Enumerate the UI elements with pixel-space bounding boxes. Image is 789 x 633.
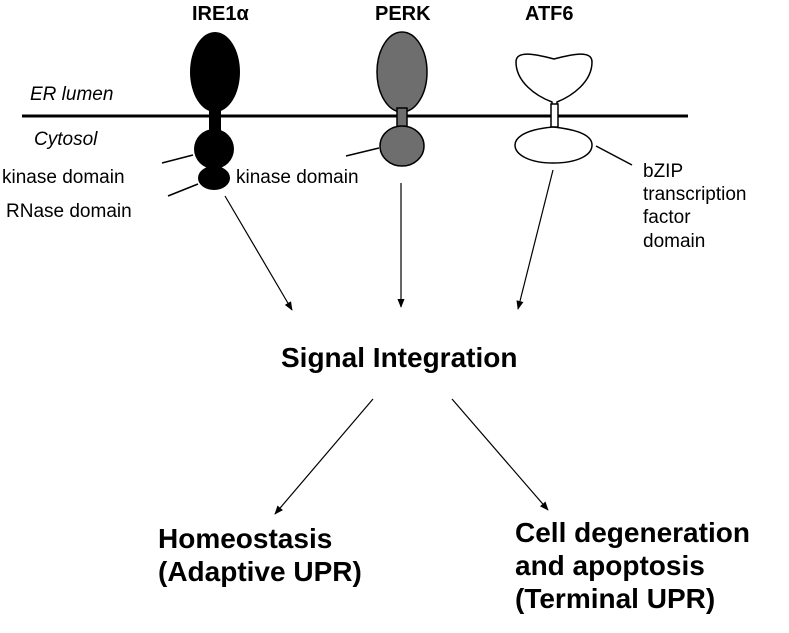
signal-integration-label: Signal Integration — [281, 342, 518, 373]
ire1-kinase-leader — [161, 154, 194, 164]
cytosol-label: Cytosol — [34, 129, 98, 150]
degeneration-outcome-label: Cell degeneration and apoptosis (Termina… — [515, 517, 750, 614]
hub-to-degeneration-arrow — [451, 398, 549, 511]
atf6-bzip-domain-label: bZIP transcription factor domain — [643, 161, 747, 252]
ire1-label: IRE1α — [192, 3, 249, 25]
atf6-bzip-leader — [595, 145, 633, 166]
perk-kinase-leader — [345, 147, 380, 157]
atf6-receptor-shape — [514, 53, 593, 164]
ire1-rnase-domain-label: RNase domain — [6, 201, 132, 222]
ire1-receptor-shape — [190, 32, 240, 190]
ire1-rnase-leader — [167, 183, 199, 197]
perk-kinase-domain-label: kinase domain — [236, 167, 359, 188]
perk-receptor-shape — [376, 31, 428, 167]
ire1-kinase-domain-label: kinase domain — [2, 167, 125, 188]
hub-to-homeostasis-arrow — [274, 398, 374, 515]
ire1-to-hub-arrow — [224, 195, 293, 311]
er-lumen-label: ER lumen — [30, 84, 114, 105]
atf6-to-hub-arrow — [516, 169, 554, 310]
atf6-label: ATF6 — [525, 3, 574, 25]
perk-label: PERK — [375, 3, 431, 25]
homeostasis-outcome-label: Homeostasis (Adaptive UPR) — [158, 523, 362, 587]
